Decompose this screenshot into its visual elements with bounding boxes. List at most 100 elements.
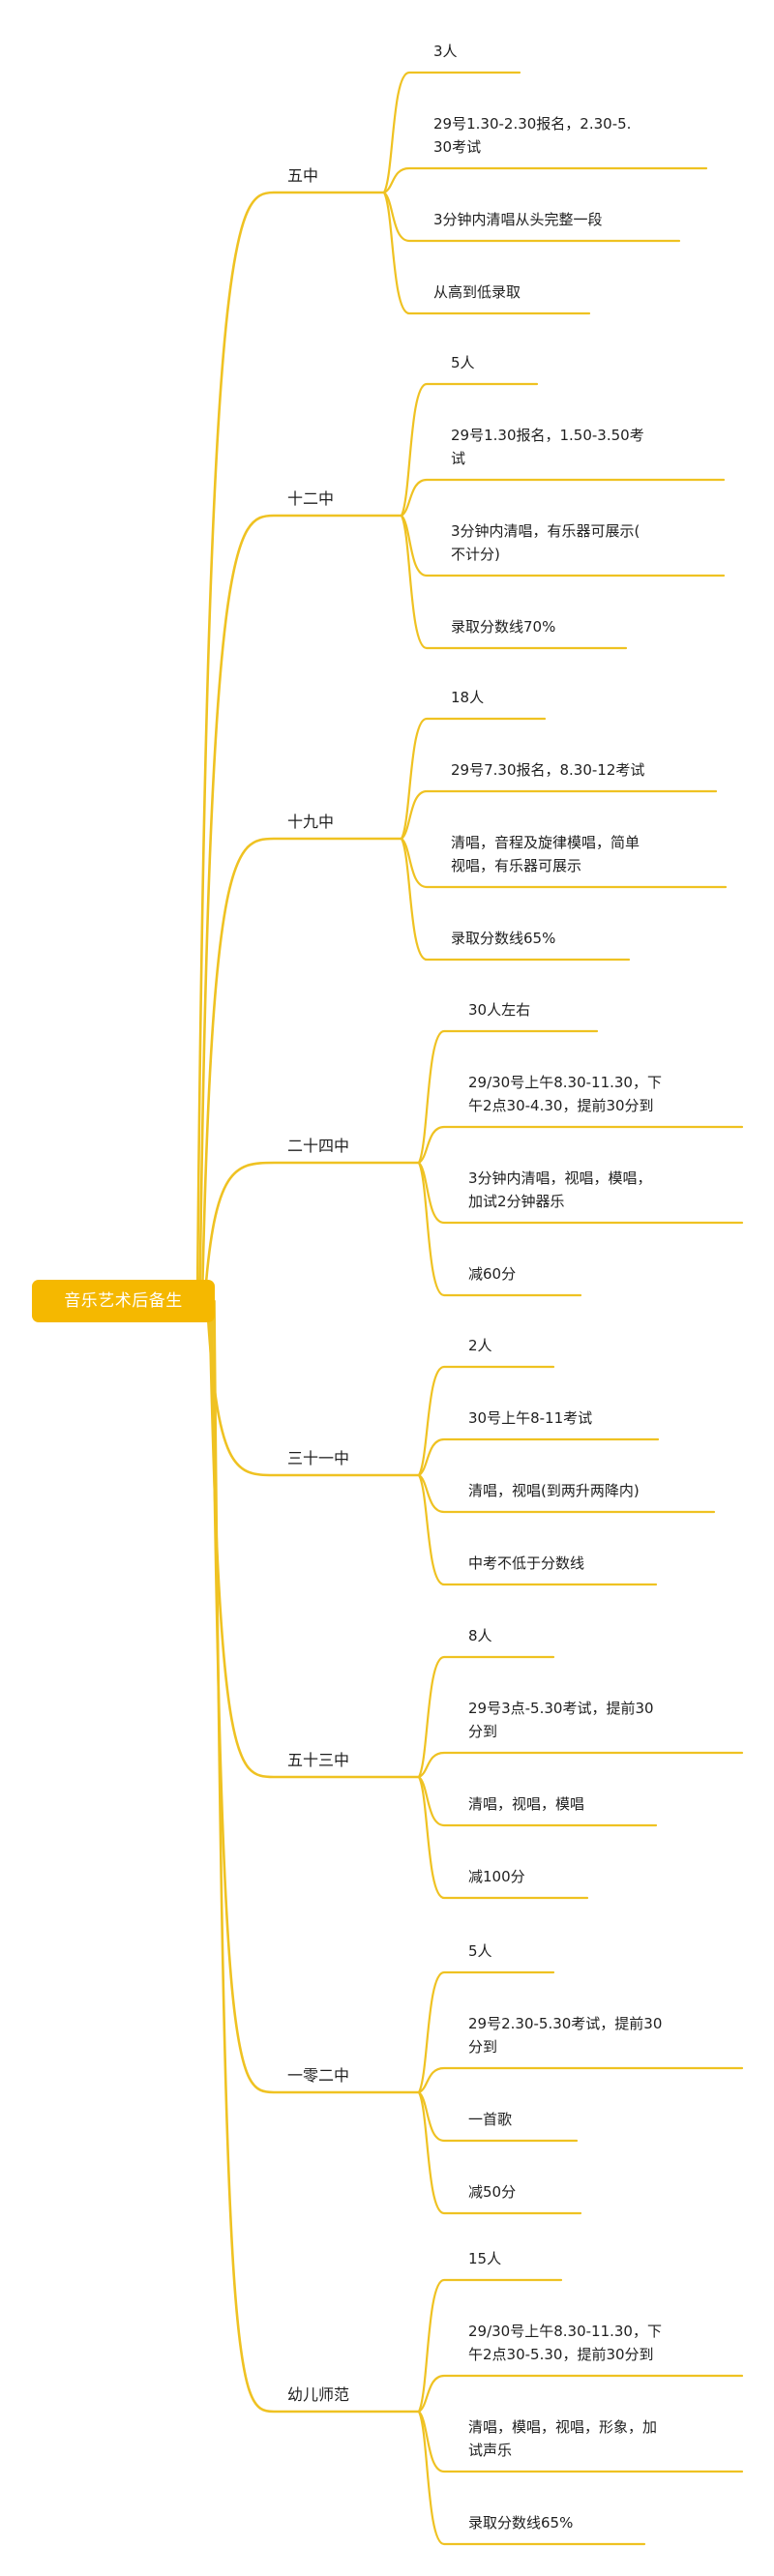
connector-line [400, 717, 547, 841]
detail-text-line: 从高到低录取 [433, 283, 521, 301]
detail-node[interactable]: 中考不低于分数线 [468, 1552, 584, 1575]
detail-node[interactable]: 8人 [468, 1624, 492, 1647]
detail-node[interactable]: 减100分 [468, 1865, 525, 1888]
school-node[interactable]: 二十四中 [287, 1137, 350, 1155]
detail-node[interactable]: 录取分数线65% [468, 2511, 573, 2534]
detail-text-line: 加试2分钟器乐 [468, 1193, 565, 1210]
detail-node[interactable]: 3分钟内清唱，视唱，模唱， 加试2分钟器乐 [468, 1167, 652, 1213]
detail-text-line: 录取分数线65% [451, 930, 556, 947]
connector-line [417, 2066, 744, 2094]
detail-text-line: 录取分数线65% [468, 2514, 574, 2532]
detail-node[interactable]: 3分钟内清唱从头完整一段 [433, 208, 603, 231]
detail-text-line: 29号3点-5.30考试，提前30 [468, 1700, 654, 1717]
detail-node[interactable]: 3人 [433, 40, 458, 63]
connector-line [417, 1473, 658, 1586]
detail-text-line: 29号1.30-2.30报名，2.30-5. [433, 115, 632, 133]
connector-line [417, 1775, 658, 1827]
detail-text-line: 3分钟内清唱，视唱，模唱， [468, 1170, 652, 1187]
detail-text-line: 减50分 [468, 2183, 517, 2201]
detail-text-line: 视唱，有乐器可展示 [451, 857, 582, 874]
connector-line [417, 2278, 563, 2413]
detail-text-line: 5人 [451, 354, 475, 371]
detail-node[interactable]: 29/30号上午8.30-11.30，下午2点30-4.30，提前30分到 [468, 1071, 662, 1117]
detail-node[interactable]: 5人 [451, 351, 475, 374]
connector-line [400, 837, 728, 889]
detail-node[interactable]: 2人 [468, 1334, 492, 1357]
detail-node[interactable]: 18人 [451, 686, 484, 709]
connector-line [417, 2410, 744, 2473]
detail-text-line: 减60分 [468, 1265, 517, 1283]
school-node[interactable]: 五中 [287, 166, 319, 185]
detail-node[interactable]: 减50分 [468, 2180, 516, 2204]
detail-node[interactable]: 30号上午8-11考试 [468, 1406, 592, 1430]
school-node[interactable]: 幼儿师范 [287, 2385, 350, 2404]
detail-node[interactable]: 15人 [468, 2247, 501, 2270]
school-node[interactable]: 十二中 [287, 489, 335, 508]
detail-node[interactable]: 3分钟内清唱，有乐器可展示( 不计分) [451, 519, 640, 566]
detail-node[interactable]: 5人 [468, 1939, 492, 1963]
detail-text-line: 29/30号上午8.30-11.30，下 [468, 1074, 662, 1091]
detail-text-line: 录取分数线70% [451, 618, 556, 636]
detail-node[interactable]: 清唱，视唱，模唱 [468, 1792, 584, 1816]
connector-line [417, 1161, 744, 1225]
connector-line [417, 1970, 555, 2094]
detail-node[interactable]: 录取分数线65% [451, 927, 555, 950]
detail-node[interactable]: 29号1.30-2.30报名，2.30-5. 30考试 [433, 112, 631, 159]
detail-node[interactable]: 从高到低录取 [433, 281, 521, 304]
connector-line [417, 1655, 555, 1779]
detail-text-line: 清唱，视唱，模唱 [468, 1795, 585, 1813]
connector-line [400, 837, 631, 962]
connector-line [382, 71, 521, 194]
connector-line [198, 514, 403, 1303]
detail-node[interactable]: 清唱，音程及旋律模唱，简单视唱，有乐器可展示 [451, 831, 640, 877]
detail-text-line: 不计分) [451, 546, 500, 563]
detail-text-line: 分到 [468, 1723, 498, 1740]
connector-line [210, 1299, 421, 2094]
detail-node[interactable]: 清唱，模唱，视唱，形象，加试声乐 [468, 2415, 657, 2462]
detail-text-line: 29号1.30报名，1.50-3.50考 [451, 427, 644, 444]
connector-line [400, 789, 718, 841]
connector-line [417, 1437, 660, 1477]
detail-text-line: 18人 [451, 689, 485, 706]
connector-line [417, 1365, 555, 1477]
detail-node[interactable]: 29号7.30报名，8.30-12考试 [451, 758, 644, 782]
detail-text-line: 5人 [468, 1942, 492, 1960]
school-node[interactable]: 一零二中 [287, 2066, 350, 2085]
detail-node[interactable]: 29/30号上午8.30-11.30，下午2点30-5.30，提前30分到 [468, 2320, 662, 2366]
connector-line [382, 166, 708, 194]
connector-line [195, 191, 386, 1303]
detail-node[interactable]: 录取分数线70% [451, 615, 555, 638]
school-node[interactable]: 五十三中 [287, 1751, 350, 1769]
detail-node[interactable]: 29号3点-5.30考试，提前30 分到 [468, 1697, 654, 1743]
detail-text-line: 试声乐 [468, 2442, 513, 2459]
connector-line [382, 191, 591, 315]
detail-node[interactable]: 一首歌 [468, 2108, 512, 2131]
detail-text-line: 一首歌 [468, 2111, 513, 2128]
detail-text-line: 清唱，视唱(到两升两降内) [468, 1482, 640, 1499]
connector-line [417, 2090, 579, 2143]
detail-node[interactable]: 30人左右 [468, 998, 530, 1022]
connector-line [400, 514, 726, 577]
detail-text-line: 中考不低于分数线 [468, 1554, 585, 1572]
detail-text-line: 30考试 [433, 138, 482, 156]
connector-line [400, 478, 726, 518]
detail-text-line: 清唱，音程及旋律模唱，简单 [451, 834, 640, 851]
detail-node[interactable]: 减60分 [468, 1262, 516, 1286]
connector-line [417, 1161, 582, 1297]
detail-text-line: 3分钟内清唱，有乐器可展示( [451, 522, 640, 540]
detail-text-line: 15人 [468, 2250, 502, 2267]
school-node[interactable]: 十九中 [287, 813, 335, 831]
detail-node[interactable]: 清唱，视唱(到两升两降内) [468, 1479, 640, 1502]
detail-text-line: 分到 [468, 2038, 498, 2056]
school-node[interactable]: 三十一中 [287, 1449, 350, 1467]
connector-line [213, 1299, 421, 2413]
connector-line [203, 1161, 421, 1303]
detail-node[interactable]: 29号1.30报名，1.50-3.50考试 [451, 424, 644, 470]
connector-line [417, 2410, 646, 2546]
root-node[interactable]: 音乐艺术后备生 [32, 1280, 215, 1322]
detail-text-line: 3分钟内清唱从头完整一段 [433, 211, 603, 228]
detail-text-line: 试 [451, 450, 466, 467]
connector-line [400, 514, 628, 650]
